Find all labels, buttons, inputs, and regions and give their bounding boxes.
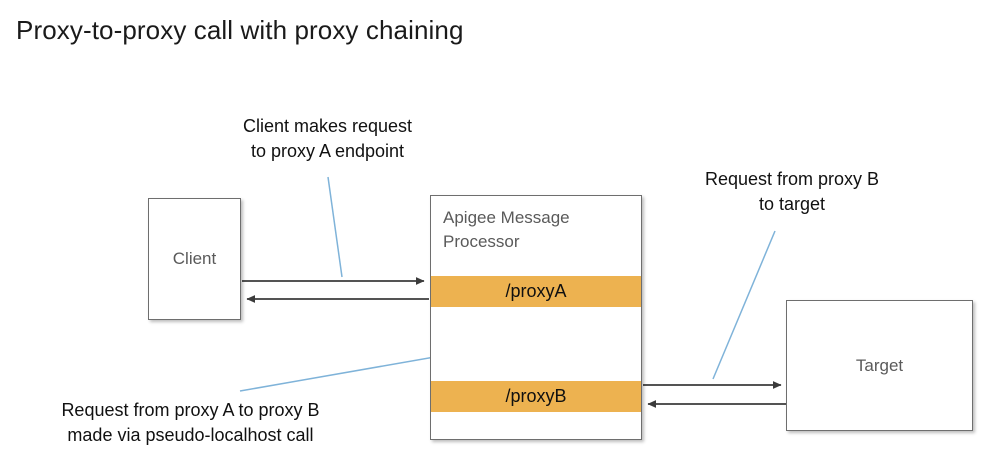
leader-line-client-request <box>327 176 343 278</box>
proxy-band-proxyb[interactable]: /proxyB <box>431 381 641 412</box>
node-message-processor-title: Apigee Message Processor <box>443 208 570 251</box>
proxy-band-proxya-label: /proxyA <box>505 281 567 301</box>
callout-client-request: Client makes request to proxy A endpoint <box>242 116 413 161</box>
page-title: Proxy-to-proxy call with proxy chaining <box>16 15 464 45</box>
leader-line-target-request <box>712 230 776 380</box>
node-client-label: Client <box>172 249 217 268</box>
node-target[interactable]: Target <box>786 300 973 431</box>
proxy-band-proxyb-label: /proxyB <box>505 386 567 406</box>
node-client[interactable]: Client <box>148 198 241 320</box>
callout-chaining-note: Request from proxy A to proxy B made via… <box>61 400 320 445</box>
proxy-band-proxya[interactable]: /proxyA <box>431 276 641 307</box>
callout-target-request: Request from proxy B to target <box>704 169 880 214</box>
node-target-label: Target <box>855 355 904 375</box>
node-message-processor[interactable]: Apigee Message Processor /proxyA /proxyB <box>430 195 642 440</box>
